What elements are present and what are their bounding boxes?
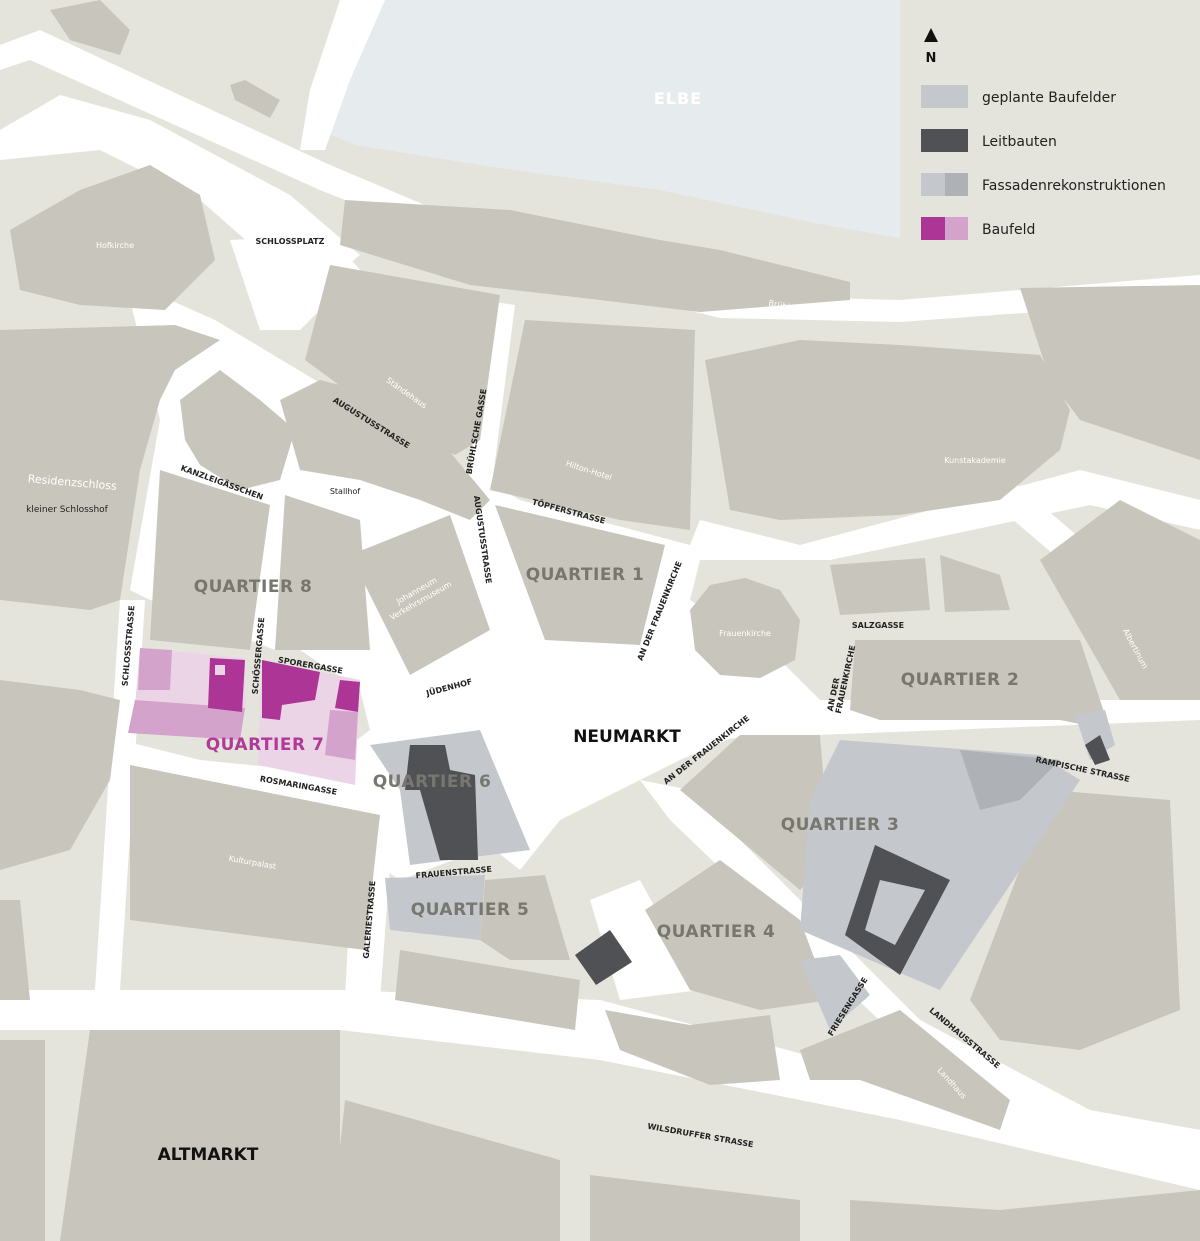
quartier-1-label: QUARTIER 1 bbox=[526, 565, 645, 585]
quartier-6-label: QUARTIER 6 bbox=[373, 772, 492, 792]
frauenkirche bbox=[690, 578, 800, 678]
place-labels: NEUMARKT ALTMARKT bbox=[158, 727, 682, 1165]
legend-label-fassaden: Fassadenrekonstruktionen bbox=[982, 178, 1166, 194]
altmarkt-label: ALTMARKT bbox=[158, 1145, 259, 1165]
river-label: ELBE bbox=[654, 89, 702, 108]
frauenkirche-label: Frauenkirche bbox=[719, 629, 771, 638]
quarter-labels: QUARTIER 1 QUARTIER 2 QUARTIER 3 QUARTIE… bbox=[194, 565, 1020, 942]
elbe-river: ELBE bbox=[320, 0, 900, 238]
legend-swatch-fassaden bbox=[921, 173, 968, 196]
neumarkt-label: NEUMARKT bbox=[573, 727, 681, 747]
quartier-4-label: QUARTIER 4 bbox=[657, 922, 776, 942]
leitbauten bbox=[405, 735, 1110, 985]
quartier-3-label: QUARTIER 3 bbox=[781, 815, 900, 835]
legend-label-leitbauten: Leitbauten bbox=[982, 134, 1057, 150]
legend-label-baufeld: Baufeld bbox=[982, 222, 1035, 238]
hofkirche-label: Hofkirche bbox=[96, 241, 134, 250]
quartier-2-label: QUARTIER 2 bbox=[901, 670, 1020, 690]
salzgasse-label: SALZGASSE bbox=[852, 621, 904, 630]
legend-label-planned: geplante Baufelder bbox=[982, 90, 1116, 106]
stallhof-label: Stallhof bbox=[330, 487, 361, 496]
legend-swatch-baufeld bbox=[921, 217, 968, 240]
quartier-7-label: QUARTIER 7 bbox=[206, 735, 325, 755]
quartier-5-label: QUARTIER 5 bbox=[411, 900, 530, 920]
quartier-8-label: QUARTIER 8 bbox=[194, 577, 313, 597]
schlossplatz-label: SCHLOSSPLATZ bbox=[256, 237, 325, 246]
legend: N geplante Baufelder Leitbauten Fassaden… bbox=[921, 28, 1166, 240]
kleiner-schlosshof-label: kleiner Schlosshof bbox=[26, 505, 109, 515]
north-arrow-icon bbox=[924, 28, 938, 42]
legend-swatch-leitbauten bbox=[921, 129, 968, 152]
north-label: N bbox=[926, 51, 937, 66]
quartier-7-baufeld bbox=[128, 648, 360, 785]
legend-swatch-planned bbox=[921, 85, 968, 108]
kunstakademie-label: Kunstakademie bbox=[944, 456, 1006, 465]
